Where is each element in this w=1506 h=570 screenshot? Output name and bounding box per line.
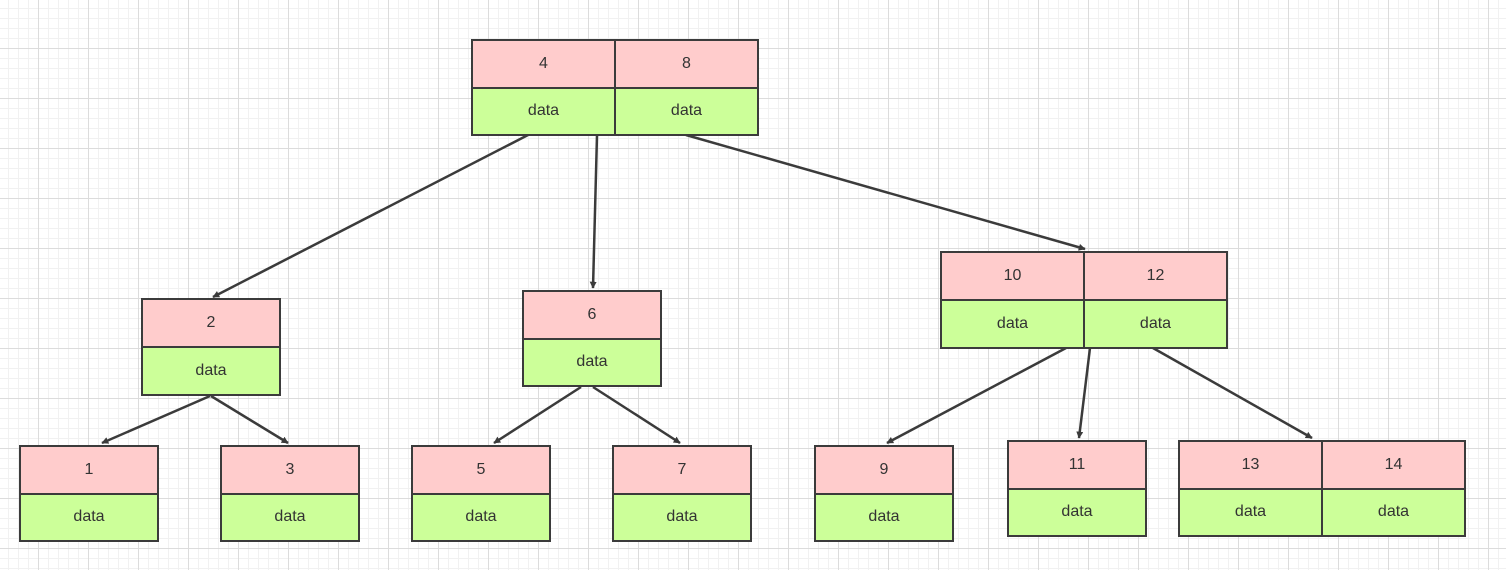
edge-6-to-7 [592, 385, 681, 445]
node-7: 7 data [612, 445, 752, 542]
node-cell: 12 data [1083, 253, 1226, 347]
edge-10-12-to-11 [1076, 347, 1092, 439]
node-data: data [413, 494, 549, 540]
node-3: 3 data [220, 445, 360, 542]
node-data: data [21, 494, 157, 540]
node-10-12: 10 data 12 data [940, 251, 1228, 349]
node-key: 4 [473, 41, 614, 89]
node-key: 1 [21, 447, 157, 495]
node-cell: 10 data [942, 253, 1083, 347]
edge-root-to-10-12 [685, 133, 1086, 251]
edge-6-to-5 [493, 385, 582, 445]
node-data: data [1180, 489, 1321, 535]
edge-root-to-2 [212, 133, 529, 299]
node-key: 14 [1323, 442, 1464, 490]
node-cell: 3 data [222, 447, 358, 540]
node-cell: 5 data [413, 447, 549, 540]
node-cell: 7 data [614, 447, 750, 540]
node-key: 7 [614, 447, 750, 495]
node-data: data [1085, 301, 1226, 347]
node-data: data [614, 494, 750, 540]
node-cell: 8 data [614, 41, 757, 134]
edge-10-12-to-13-14 [1152, 346, 1313, 440]
edge-root-to-6 [589, 134, 599, 289]
node-cell: 11 data [1009, 442, 1145, 535]
node-6: 6 data [522, 290, 662, 387]
node-cell: 1 data [21, 447, 157, 540]
node-key: 10 [942, 253, 1083, 301]
node-data: data [942, 301, 1083, 347]
node-data: data [1323, 489, 1464, 535]
node-data: data [816, 494, 952, 540]
node-root: 4 data 8 data [471, 39, 759, 136]
node-key: 9 [816, 447, 952, 495]
node-key: 8 [616, 41, 757, 89]
node-data: data [616, 88, 757, 134]
node-data: data [143, 348, 279, 394]
edge-2-to-1 [101, 394, 211, 445]
node-key: 12 [1085, 253, 1226, 301]
node-key: 5 [413, 447, 549, 495]
node-key: 13 [1180, 442, 1321, 490]
node-cell: 14 data [1321, 442, 1464, 535]
node-11: 11 data [1007, 440, 1147, 537]
node-key: 3 [222, 447, 358, 495]
edge-10-12-to-9 [886, 346, 1067, 445]
node-1: 1 data [19, 445, 159, 542]
node-cell: 4 data [473, 41, 614, 134]
node-13-14: 13 data 14 data [1178, 440, 1466, 537]
edge-2-to-3 [210, 394, 289, 445]
node-data: data [473, 88, 614, 134]
node-key: 2 [143, 300, 279, 348]
node-2: 2 data [141, 298, 281, 396]
node-cell: 13 data [1180, 442, 1321, 535]
node-cell: 9 data [816, 447, 952, 540]
node-cell: 2 data [143, 300, 279, 394]
node-data: data [524, 339, 660, 385]
node-data: data [222, 494, 358, 540]
node-key: 6 [524, 292, 660, 340]
node-5: 5 data [411, 445, 551, 542]
node-cell: 6 data [524, 292, 660, 385]
node-9: 9 data [814, 445, 954, 542]
node-data: data [1009, 489, 1145, 535]
node-key: 11 [1009, 442, 1145, 490]
